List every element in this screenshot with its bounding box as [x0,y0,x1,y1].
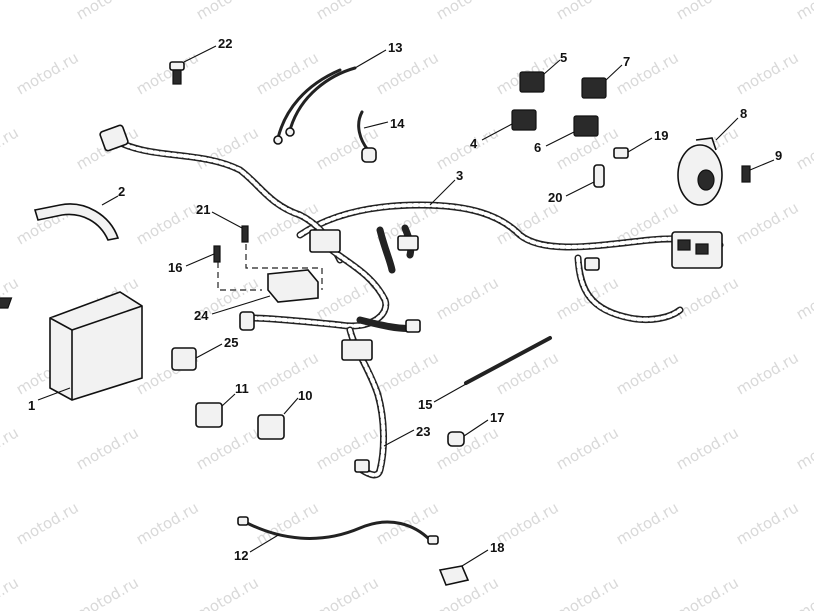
relay-11 [195,402,223,428]
watermark-text: motod.ru [253,498,322,548]
watermark-text: motod.ru [553,573,622,611]
fuse-block-25 [171,347,197,371]
watermark-text: motod.ru [313,0,382,23]
watermark-text: motod.ru [373,348,442,398]
callout-18: 18 [490,540,504,555]
callout-17: 17 [490,410,504,425]
watermark-text: motod.ru [673,423,742,473]
watermark-text: motod.ru [733,498,802,548]
watermark-text: motod.ru [613,348,682,398]
callout-2: 2 [118,184,125,199]
watermark-text: motod.ru [13,48,82,98]
watermark-text: motod.ru [313,573,382,611]
callout-13: 13 [388,40,402,55]
watermark-text: motod.ru [0,573,22,611]
watermark-text: motod.ru [253,48,322,98]
watermark-text: motod.ru [433,123,502,173]
switch-18 [438,565,470,586]
main-wiring-harness [99,124,724,479]
watermark-text: motod.ru [0,123,22,173]
watermark-text: motod.ru [793,573,814,611]
callout-14: 14 [390,116,405,131]
battery-cable-12 [243,520,432,542]
fuse-19 [613,147,629,159]
watermark-text: motod.ru [793,273,814,323]
watermark-text: motod.ru [433,423,502,473]
relay-10 [257,414,285,440]
callouts: 1 2 3 4 5 6 7 8 9 10 11 12 13 14 15 16 1 [28,36,782,567]
callout-6: 6 [534,140,541,155]
callout-5: 5 [560,50,567,65]
watermark-text: motod.ru [373,48,442,98]
bolt-22 [169,61,185,85]
callout-22: 22 [218,36,232,51]
watermark-text: motod.ru [433,0,502,23]
watermark-text: motod.ru [0,0,22,23]
callout-25: 25 [224,335,238,350]
watermark-text: motod.ru [73,0,142,23]
bolt-16 [213,245,221,263]
callout-15: 15 [418,397,432,412]
callout-20: 20 [548,190,562,205]
watermark-text: motod.ru [73,573,142,611]
callout-4: 4 [470,136,478,151]
watermark-text: motod.ru [793,123,814,173]
rod-15 [464,336,552,385]
watermark-text: motod.ru [133,498,202,548]
callout-21: 21 [196,202,210,217]
battery [0,291,143,401]
callout-12: 12 [234,548,248,563]
callout-1: 1 [28,398,35,413]
watermark-text: motod.ru [433,273,502,323]
watermark-text: motod.ru [193,423,262,473]
screw-9 [741,165,751,183]
watermark-text: motod.ru [673,273,742,323]
callout-10: 10 [298,388,312,403]
callout-11: 11 [235,381,249,396]
lead-13 [288,66,357,132]
watermark-text: motod.ru [793,0,814,23]
callout-24: 24 [194,308,209,323]
battery-strap [33,203,120,241]
watermark-text: motod.ru [793,423,814,473]
callout-16: 16 [168,260,182,275]
callout-7: 7 [623,54,630,69]
watermark-text: motod.ru [193,573,262,611]
bolt-21 [241,225,249,243]
watermark-text: motod.ru [0,423,22,473]
watermark-text: motod.ru [73,423,142,473]
watermark-text: motod.ru [613,498,682,548]
watermark-text: motod.ru [493,348,562,398]
callout-19: 19 [654,128,668,143]
watermark-text: motod.ru [673,0,742,23]
watermark-text: motod.ru [553,0,622,23]
clip-17 [447,431,465,447]
callout-8: 8 [740,106,747,121]
watermark-text: motod.ru [133,198,202,248]
watermark-text: motod.ru [13,498,82,548]
callout-3: 3 [456,168,463,183]
watermark-text: motod.ru [193,0,262,23]
callout-23: 23 [416,424,430,439]
regulator-24 [267,269,319,303]
watermark-text: motod.ru [553,423,622,473]
bulb-20 [593,164,605,188]
watermark-text: motod.ru [673,573,742,611]
watermark-text: motod.ru [733,348,802,398]
horn [677,137,723,206]
watermark-text: motod.ru [313,423,382,473]
relay-group [511,71,607,137]
watermark-text: motod.ru [133,48,202,98]
watermark-text: motod.ru [733,198,802,248]
watermark-text: motod.ru [733,48,802,98]
callout-9: 9 [775,148,782,163]
